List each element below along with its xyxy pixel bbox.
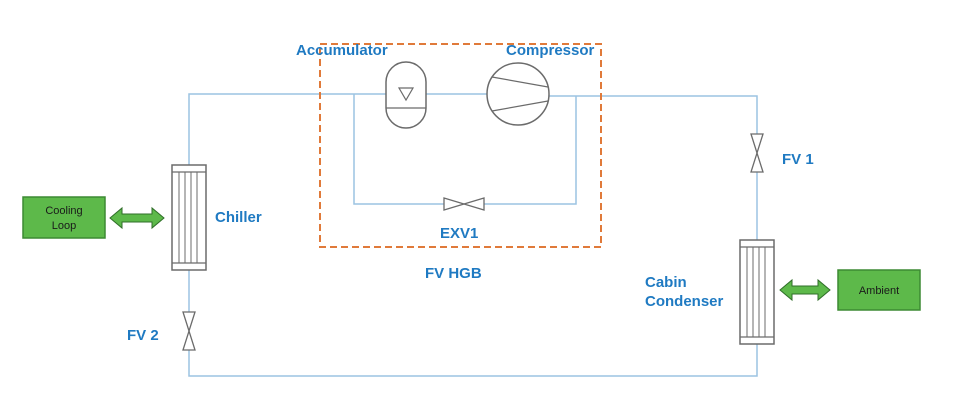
double-arrow-icon [779,278,831,302]
compressor-label: Compressor [506,42,595,59]
pipe-top-right [549,95,758,134]
chiller-label: Chiller [215,209,262,226]
pipe-bypass-left [353,94,444,205]
fv1-label: FV 1 [782,151,814,168]
exv1-valve-icon [443,197,485,211]
fv-hgb-boundary [319,43,602,248]
fv2-label: FV 2 [127,327,159,344]
pipe-bypass-right [484,96,577,205]
accumulator-label: Accumulator [296,42,388,59]
pipe-bottom-loop [188,344,758,377]
fv1-valve-icon [750,133,764,173]
cabin-condenser-heat-exchanger-icon [739,239,775,345]
cabin-condenser-label-line2: Condenser [645,293,724,310]
double-arrow-icon [109,206,165,230]
compressor-icon [486,62,550,126]
pipe-top-left [188,93,386,165]
exv1-label: EXV1 [440,225,478,242]
cooling-loop-label-line2: Loop [52,220,76,232]
cabin-condenser-label-line1: Cabin [645,274,687,291]
cooling-loop-box: Cooling Loop [22,196,106,239]
fv2-valve-icon [182,311,196,351]
fv-hgb-label: FV HGB [425,265,482,282]
ambient-box: Ambient [837,269,921,311]
ambient-label: Ambient [859,285,899,297]
cooling-loop-label-line1: Cooling [45,205,82,217]
chiller-heat-exchanger-icon [171,164,207,271]
accumulator-icon [385,61,427,129]
